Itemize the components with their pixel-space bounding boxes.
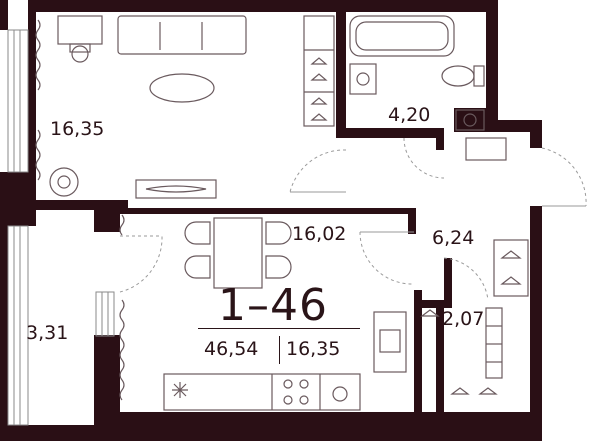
walls <box>0 0 542 441</box>
living-area-value: 16,35 <box>286 338 341 360</box>
windows <box>7 29 115 426</box>
doors <box>119 137 587 301</box>
room-label-kitchen-dining: 16,02 <box>292 223 347 245</box>
room-label-balcony: 3,31 <box>26 322 69 344</box>
total-area-value: 46,54 <box>204 338 259 360</box>
area-summary: 46,54 16,35 <box>198 328 360 370</box>
apartment-number: 1–46 <box>218 280 328 331</box>
room-label-living-room: 16,35 <box>50 118 105 140</box>
curtains <box>35 19 125 401</box>
room-label-bathroom: 4,20 <box>388 104 431 126</box>
room-label-wardrobe: 2,07 <box>442 308 485 330</box>
furniture <box>49 15 529 411</box>
room-label-hallway: 6,24 <box>432 227 475 249</box>
